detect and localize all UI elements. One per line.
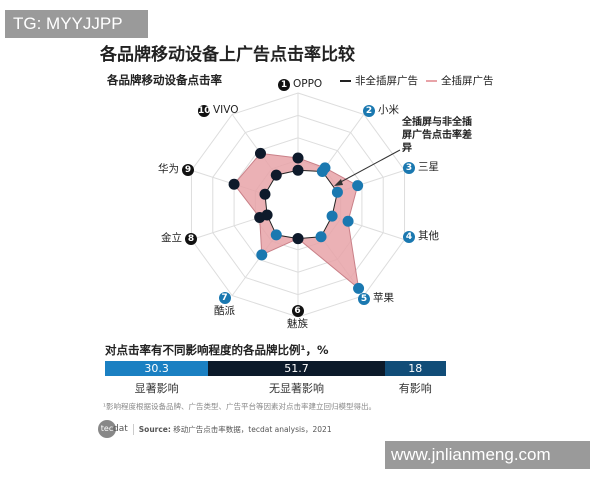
source-label: Source: [138, 424, 171, 434]
brand-label: 魅族 [287, 318, 308, 330]
bar-title: 对点击率有不同影响程度的各品牌比例¹，% [105, 343, 329, 357]
bar-segment: 30.3 [105, 361, 209, 376]
point-full [353, 282, 365, 294]
watermark-bottom-right: www.jnlianmeng.com [385, 441, 590, 469]
bar-segment-label: 有影响 [398, 382, 432, 395]
point-non-full [259, 188, 271, 200]
logo-text: dat [113, 424, 128, 434]
brand-label: 小米 [378, 104, 399, 116]
point-non-full [270, 229, 282, 241]
number-badge: 3 [403, 161, 415, 174]
bar-segment: 18 [384, 361, 446, 376]
point-non-full [270, 169, 282, 181]
brand-label: 金立 [161, 232, 182, 244]
legend-item-non-full: 非全插屏广告 [340, 73, 418, 88]
bar-segment: 51.7 [208, 361, 385, 376]
footnote: ¹影响程度根据设备品牌、广告类型、广告平台等因素对点击率建立回归模型得出。 [103, 402, 377, 411]
point-non-full [326, 210, 338, 222]
legend-swatch [426, 79, 437, 82]
number-badge: 2 [363, 104, 375, 117]
bar-segment-label: 显著影响 [134, 382, 179, 395]
point-full [292, 152, 304, 164]
point-full [352, 180, 364, 192]
point-full [342, 215, 354, 227]
legend: 非全插屏广告 全插屏广告 [340, 73, 494, 88]
brand-label: 其他 [418, 230, 439, 242]
point-full [228, 178, 240, 190]
source-line: tec dat Source: 移动广告点击率数据，tecdat analysi… [98, 420, 332, 438]
point-full [292, 233, 304, 245]
radar-title: 各品牌移动设备点击率 [107, 73, 222, 87]
point-full [319, 162, 331, 174]
point-full [254, 211, 266, 223]
number-badge: 4 [403, 230, 415, 243]
annotation: 全插屏与非全插屏广告点击率差异 [402, 117, 472, 154]
point-non-full [315, 231, 327, 243]
number-badge: 1 [278, 78, 290, 91]
number-badge: 7 [218, 292, 231, 304]
point-non-full [292, 164, 304, 176]
brand-label: OPPO [293, 78, 323, 90]
arrow-head [334, 179, 343, 186]
number-badge: 10 [198, 104, 211, 117]
brand-label: 苹果 [373, 292, 394, 304]
source-text: 移动广告点击率数据，tecdat analysis，2021 [173, 424, 332, 434]
point-full [256, 249, 268, 261]
radar-chart [190, 92, 406, 318]
number-badge: 6 [291, 305, 304, 317]
brand-label: 三星 [418, 161, 439, 173]
legend-swatch [340, 79, 351, 82]
page-title: 各品牌移动设备上广告点击率比较 [100, 45, 355, 65]
number-badge: 5 [358, 292, 370, 305]
source: Source: 移动广告点击率数据，tecdat analysis，2021 [132, 423, 332, 435]
legend-label: 非全插屏广告 [355, 75, 418, 87]
legend-label: 全插屏广告 [441, 75, 494, 87]
bar-segment-label: 无显著影响 [268, 382, 324, 395]
point-full [254, 147, 266, 159]
legend-item-full: 全插屏广告 [426, 73, 494, 88]
tecdat-logo: tec [98, 420, 116, 438]
number-badge: 8 [185, 232, 197, 245]
number-badge: 9 [182, 163, 194, 176]
point-non-full [331, 186, 343, 198]
brand-label: VIVO [213, 104, 239, 116]
brand-label: 华为 [158, 163, 179, 175]
brand-label: 酷派 [214, 305, 235, 317]
annotation-arrow [336, 149, 401, 185]
watermark-top-left: TG: MYYJJPP [5, 10, 148, 38]
